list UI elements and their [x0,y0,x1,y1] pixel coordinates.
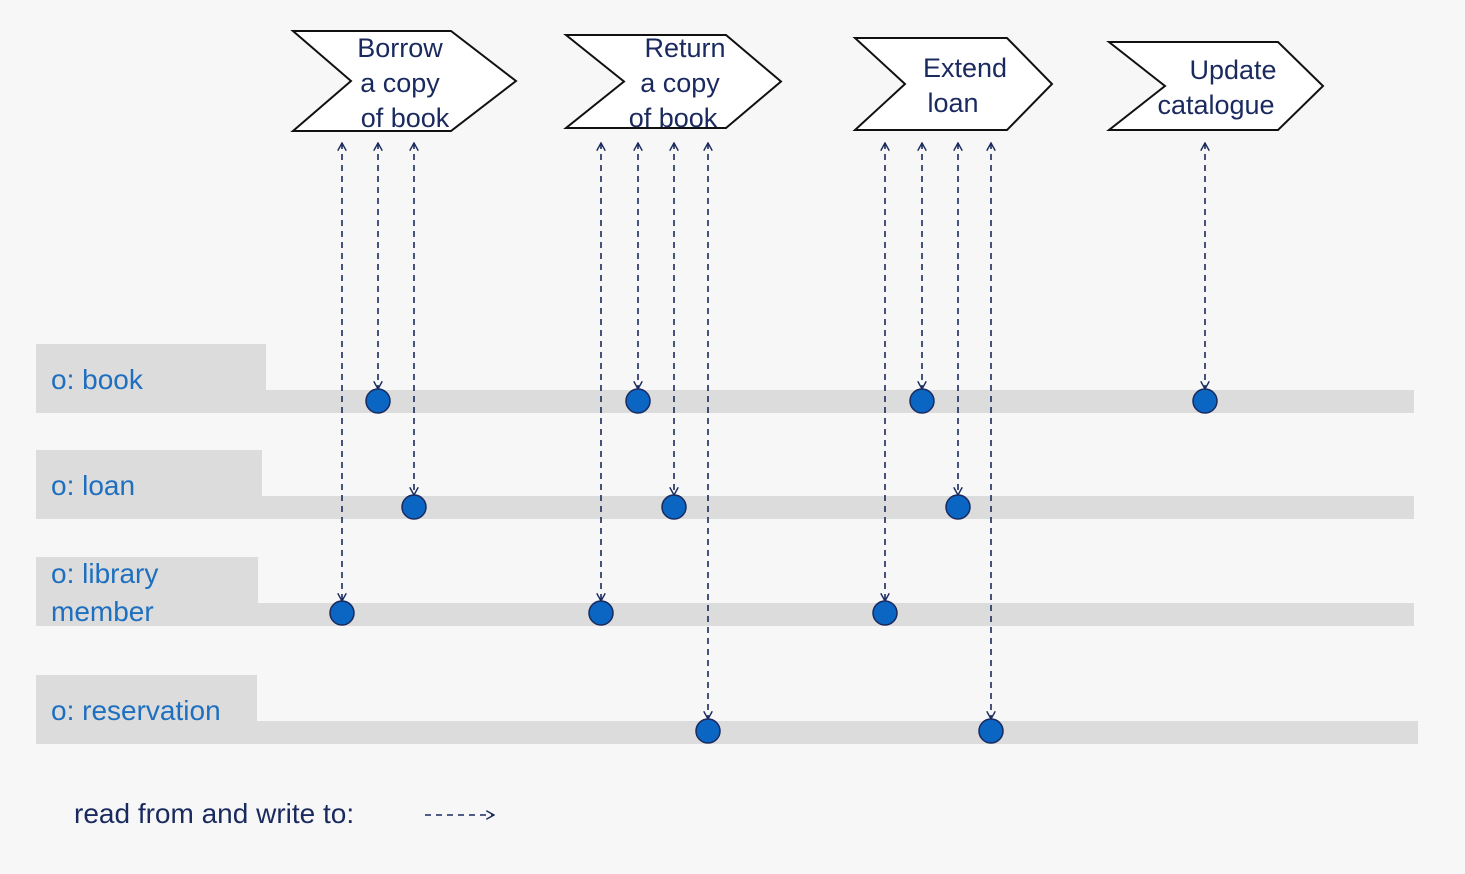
process-label-extend-line-1: Extend [923,53,1007,83]
access-dot-borrow-book [365,388,391,414]
object-label-loan: o: loan [51,470,136,501]
process-label-borrow-line-1: Borrow [357,33,443,63]
process-label-return-line-2: a copy [640,68,720,98]
access-dot-borrow-loan [401,494,427,520]
process-label-update-line-2: catalogue [1157,90,1274,120]
access-dot-update-book [1192,388,1218,414]
access-dot-extend-library_member [872,600,898,626]
access-dot-return-loan [661,494,687,520]
object-lifeline-reservation [257,721,1418,744]
object-label-box-library_member [36,557,258,626]
process-label-return-line-3: of book [629,103,718,133]
process-label-update-line-1: Update [1189,55,1276,85]
object-label-library_member: o: library member [51,558,159,627]
process-label-return-line-1: Return [644,33,725,63]
legend-label: read from and write to: [74,798,355,829]
object-label-box-loan [36,450,262,519]
process-label-borrow-line-2: a copy [360,68,440,98]
object-label-box-book [36,344,266,413]
object-lifeline-library_member [258,603,1414,626]
access-dot-return-library_member [588,600,614,626]
access-dot-borrow-library_member [329,600,355,626]
access-dot-extend-book [909,388,935,414]
object-lifeline-loan [262,496,1414,519]
access-dot-return-book [625,388,651,414]
object-label-reservation: o: reservation [51,695,221,726]
access-dot-extend-loan [945,494,971,520]
object-lifeline-book [266,390,1414,413]
access-dot-return-reservation [695,718,721,744]
process-chevron-return [563,34,783,129]
object-label-box-reservation [36,675,257,744]
access-dot-extend-reservation [978,718,1004,744]
process-chevron-extend [852,37,1054,131]
process-chevron-update [1106,41,1325,131]
process-label-borrow-line-3: of book [361,103,450,133]
process-label-extend-line-2: loan [927,88,978,118]
process-chevron-borrow [290,30,518,132]
object-label-book: o: book [51,364,143,395]
